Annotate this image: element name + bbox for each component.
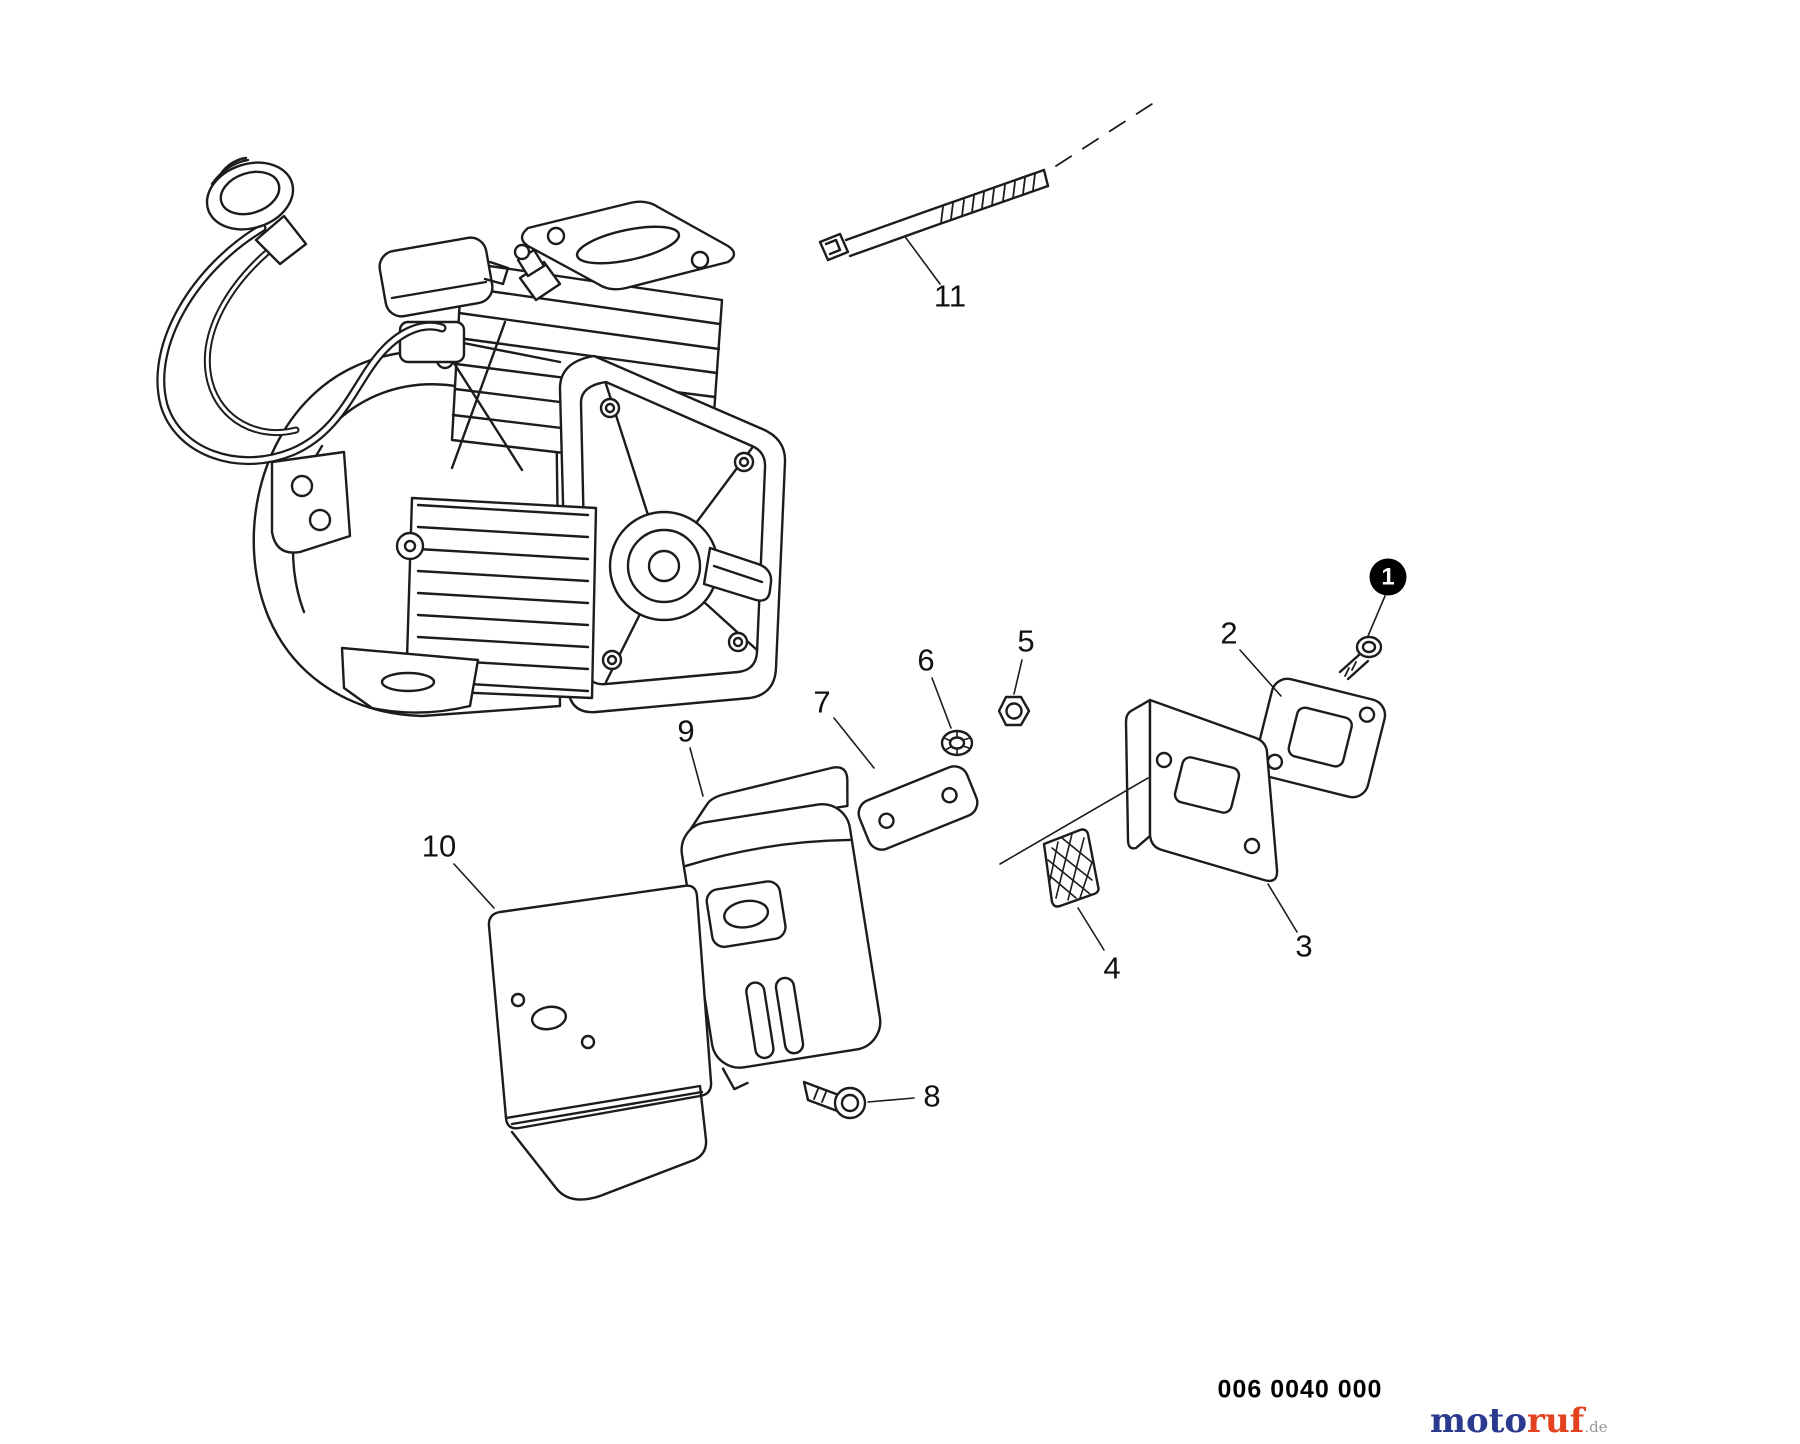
- motoruf-logo: motoruf.de: [1430, 1404, 1608, 1438]
- bracket-part-3: [1124, 698, 1279, 883]
- callout-7: 7: [813, 684, 831, 720]
- callout-9: 9: [677, 713, 695, 749]
- spark-plug-wire: [156, 223, 447, 466]
- engine-assembly: [156, 156, 787, 718]
- callout-1-badge: 1: [1369, 558, 1407, 596]
- cylinder-top-plate: [520, 200, 736, 291]
- gasket-part-7: [857, 765, 979, 851]
- logo-word-primary: moto: [1430, 1401, 1528, 1441]
- screw-part-1: [1338, 635, 1383, 681]
- callout-6: 6: [917, 642, 935, 678]
- spark-plug: [513, 243, 562, 302]
- fan-housing: [558, 354, 787, 714]
- callout-3: 3: [1295, 928, 1313, 964]
- callout-10: 10: [421, 828, 457, 864]
- gasket-part-2: [1253, 677, 1387, 799]
- logo-suffix: .de: [1584, 1418, 1608, 1436]
- spark-plug-cap: [205, 156, 308, 266]
- muffler-part-9: [680, 766, 882, 1091]
- screen-part-4: [1042, 828, 1100, 908]
- logo-word-secondary: ruf: [1527, 1401, 1585, 1441]
- engine-foot: [340, 646, 480, 714]
- callout-8: 8: [923, 1078, 941, 1114]
- starter-vents: [395, 496, 598, 700]
- callout-4: 4: [1103, 950, 1121, 986]
- leader-lines: [453, 237, 1386, 1103]
- screw-part-8: [802, 1080, 867, 1120]
- washer-part-6: [940, 729, 974, 757]
- nut-part-5: [997, 695, 1031, 727]
- part-number: 006 0040 000: [1217, 1375, 1383, 1404]
- long-bolt-part-11: [818, 103, 1153, 262]
- left-bracket: [270, 450, 352, 554]
- heat-shield-part-10: [487, 884, 713, 1201]
- callout-5: 5: [1017, 623, 1035, 659]
- callout-2: 2: [1220, 615, 1238, 651]
- ignition-coil: [378, 236, 510, 318]
- output-shaft: [702, 546, 773, 602]
- callout-11: 11: [933, 278, 967, 314]
